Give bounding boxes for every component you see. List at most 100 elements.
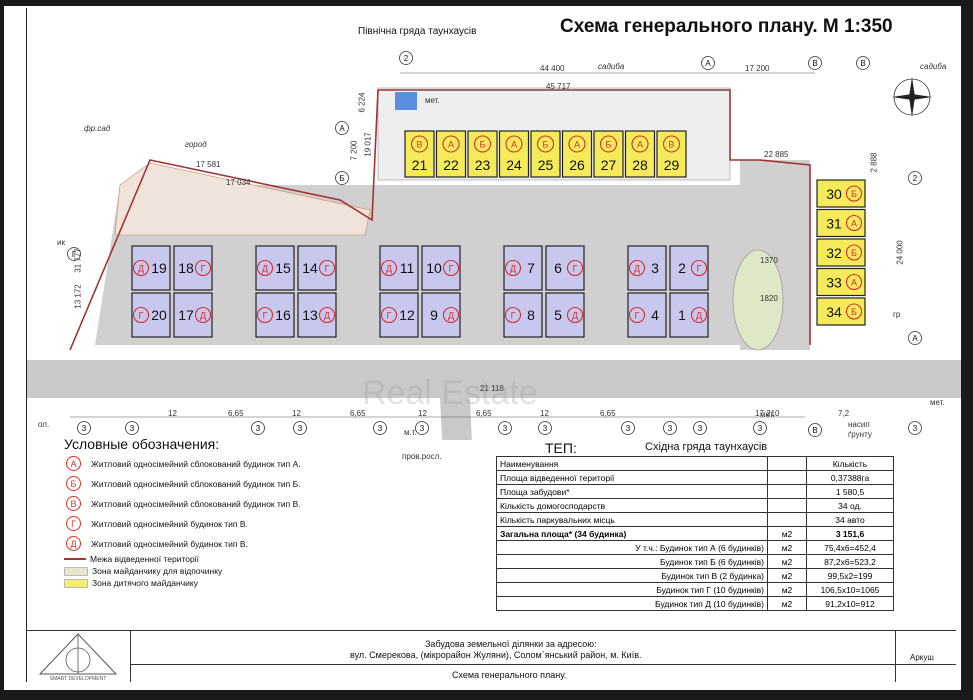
svg-text:Г: Г — [573, 264, 578, 274]
svg-text:22: 22 — [443, 157, 459, 173]
axis-marker: B — [808, 56, 822, 70]
address-line-1: Забудова земельної ділянки за адресою: — [425, 639, 597, 649]
tep-cell-name: Площа забудови* — [496, 484, 768, 499]
tep-table: Наименування Кількість Площа відведенної… — [496, 456, 894, 611]
house-north: В 29 — [656, 130, 687, 178]
svg-text:2: 2 — [678, 260, 686, 276]
svg-text:29: 29 — [664, 157, 680, 173]
label-ol: ол. — [38, 420, 50, 429]
legend-boundary: Межа відведенної території — [64, 554, 199, 564]
house-block: Г6 — [545, 245, 585, 291]
label-grunt: ґрунту — [848, 430, 872, 439]
svg-text:Д: Д — [324, 311, 330, 321]
svg-text:В: В — [416, 140, 422, 150]
svg-text:18: 18 — [178, 260, 194, 276]
axis-marker: 3 — [373, 421, 387, 435]
dimension-label: 12 — [292, 409, 301, 418]
tep-cell-value: 106,5х10=1065 — [806, 582, 894, 597]
tep-cell-value: 91,2х10=912 — [806, 596, 894, 611]
dimension-label: 6,65 — [476, 409, 492, 418]
svg-text:Б: Б — [339, 174, 344, 183]
house-block: Д1 — [669, 292, 709, 338]
tep-title: ТЕП: — [545, 440, 577, 456]
sheet-title: Схема генерального плану. — [452, 670, 567, 680]
svg-text:3: 3 — [256, 424, 261, 433]
sheet-label: Аркуш — [910, 653, 934, 662]
svg-text:8: 8 — [527, 307, 535, 323]
axis-marker: 3 — [498, 421, 512, 435]
svg-text:B: B — [860, 59, 865, 68]
svg-text:Б: Б — [851, 307, 857, 317]
label-vm: м.т. — [404, 428, 417, 437]
dimension-label: 1820 — [760, 294, 778, 303]
svg-text:В: В — [668, 140, 674, 150]
tep-cell-value: 75,4х6=452,4 — [806, 540, 894, 555]
house-block: Д13 — [297, 292, 337, 338]
svg-text:32: 32 — [826, 245, 842, 261]
tep-cell-unit: м2 — [767, 582, 807, 597]
svg-text:2: 2 — [404, 54, 409, 63]
house-north: А24 — [498, 130, 530, 178]
label-met: мет. — [930, 398, 945, 407]
svg-text:17: 17 — [178, 307, 194, 323]
svg-text:Г: Г — [139, 311, 144, 321]
svg-text:Г: Г — [635, 311, 640, 321]
axis-marker: B — [856, 56, 870, 70]
house-block: Г18 — [173, 245, 213, 291]
label-gr: гр — [893, 310, 901, 319]
tep-cell-value: 0,37388га — [806, 470, 894, 485]
svg-text:А: А — [637, 140, 643, 150]
title-block — [26, 630, 956, 683]
side-road — [440, 398, 472, 440]
house-north: А28 — [624, 130, 656, 178]
svg-text:Д: Д — [200, 311, 206, 321]
dimension-label: 1370 — [760, 256, 778, 265]
house-north: В21 — [404, 130, 435, 178]
dimension-label: 6,65 — [228, 409, 244, 418]
svg-text:9: 9 — [430, 307, 438, 323]
legend-title: Условные обозначения: — [64, 436, 220, 452]
svg-text:Д: Д — [634, 264, 640, 274]
tep-cell-unit: м2 — [767, 526, 807, 541]
tep-cell-value: 1 580,5 — [806, 484, 894, 499]
svg-text:3: 3 — [378, 424, 383, 433]
dimension-label: 6,65 — [600, 409, 616, 418]
svg-text:A: A — [912, 334, 918, 343]
svg-text:3: 3 — [626, 424, 631, 433]
tep-cell-unit — [767, 470, 807, 485]
svg-text:Б: Б — [480, 140, 486, 150]
tep-cell-value: 99,5х2=199 — [806, 568, 894, 583]
svg-text:10: 10 — [426, 260, 442, 276]
svg-text:31: 31 — [826, 216, 842, 232]
axis-marker: 3 — [753, 421, 767, 435]
tep-cell-unit: м2 — [767, 568, 807, 583]
house-block: Г10 — [421, 245, 461, 291]
svg-text:2: 2 — [913, 174, 918, 183]
svg-text:А: А — [574, 140, 580, 150]
svg-text:Г: Г — [325, 264, 330, 274]
axis-marker: 3 — [251, 421, 265, 435]
svg-text:A: A — [705, 59, 711, 68]
tep-cell-value: 34 авто — [806, 512, 894, 527]
svg-text:6: 6 — [554, 260, 562, 276]
svg-text:Г: Г — [387, 311, 392, 321]
svg-text:Д: Д — [386, 264, 392, 274]
house-block: Д5 — [545, 292, 585, 338]
pool — [395, 92, 417, 110]
tep-cell-name: Будинок тип Б (6 будинків) — [496, 554, 768, 569]
axis-marker: 2 — [399, 51, 413, 65]
label-sadyba: садиба — [920, 62, 947, 71]
house-north: Б25 — [530, 130, 561, 178]
svg-text:5: 5 — [554, 307, 562, 323]
label-met: мет. — [760, 410, 775, 419]
